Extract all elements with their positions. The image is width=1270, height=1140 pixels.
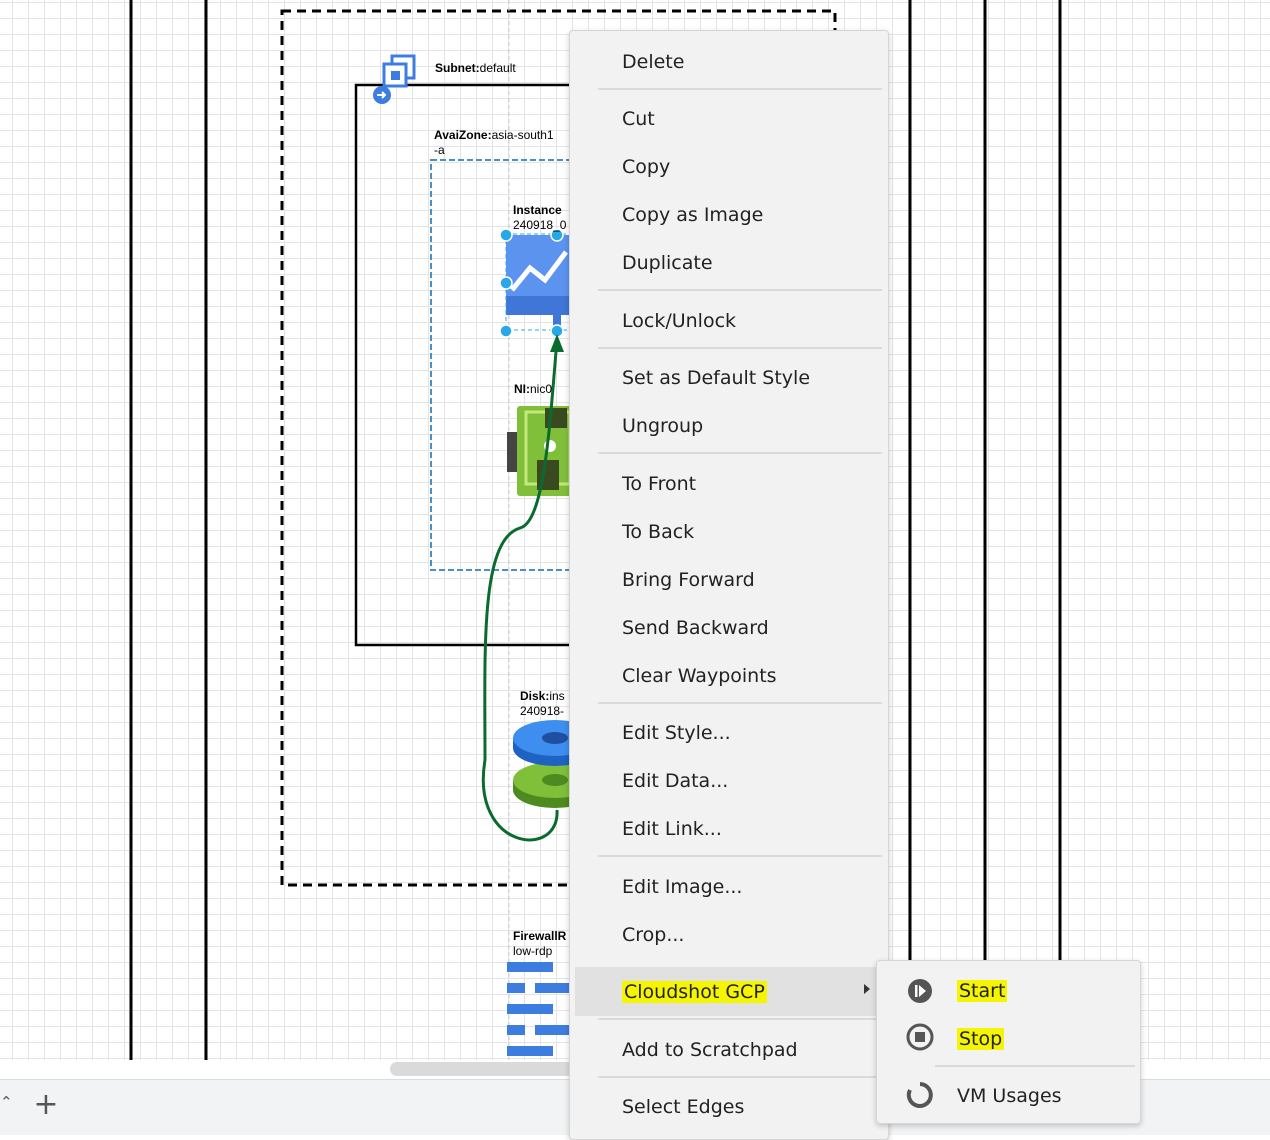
submenu-item-stop[interactable]: Stop: [957, 1028, 1005, 1050]
submenu-item-start[interactable]: Start: [957, 980, 1008, 1002]
start-icon: [908, 979, 932, 1003]
menu-item-cloudshot-gcp-label: Cloudshot GCP: [622, 981, 767, 1003]
menu-separator: [598, 452, 882, 454]
menu-item-edit-data[interactable]: Edit Data...: [622, 770, 729, 792]
resize-handle-nw[interactable]: [499, 228, 513, 242]
menu-item-copy-as-image[interactable]: Copy as Image: [622, 204, 764, 226]
connector-arrowhead: [550, 334, 564, 352]
menu-item-cut[interactable]: Cut: [622, 108, 655, 130]
menu-item-send-backward[interactable]: Send Backward: [622, 617, 769, 639]
menu-separator: [598, 347, 882, 349]
resize-handle-w[interactable]: [499, 276, 513, 290]
menu-separator: [598, 1076, 882, 1078]
connector-edge[interactable]: [481, 339, 559, 842]
horizontal-scrollbar[interactable]: [390, 1062, 590, 1076]
instance-icon[interactable]: [506, 235, 576, 327]
menu-item-edit-style[interactable]: Edit Style...: [622, 722, 731, 744]
menu-item-to-back[interactable]: To Back: [622, 521, 695, 543]
zone-label: AvaiZone:asia-south1-a: [434, 128, 554, 157]
menu-item-lock-unlock[interactable]: Lock/Unlock: [622, 310, 737, 332]
subnet-icon[interactable]: [373, 54, 416, 104]
menu-item-edit-link[interactable]: Edit Link...: [622, 818, 722, 840]
menu-item-bring-forward[interactable]: Bring Forward: [622, 569, 755, 591]
menu-item-set-default-style[interactable]: Set as Default Style: [622, 367, 811, 389]
add-page-button[interactable]: +: [33, 1087, 59, 1122]
menu-item-edit-image[interactable]: Edit Image...: [622, 876, 743, 898]
menu-separator: [598, 88, 882, 90]
zone-box[interactable]: [430, 159, 657, 571]
submenu-arrow-icon: [864, 984, 870, 994]
menu-item-clear-waypoints[interactable]: Clear Waypoints: [622, 665, 777, 687]
ni-label: NI:nic0: [514, 382, 553, 396]
menu-item-crop[interactable]: Crop...: [622, 924, 685, 946]
menu-item-copy[interactable]: Copy: [622, 156, 671, 178]
menu-separator: [598, 702, 882, 704]
menu-item-delete[interactable]: Delete: [622, 51, 685, 73]
usage-icon: [906, 1082, 933, 1108]
stop-icon: [906, 1023, 934, 1051]
menu-item-duplicate[interactable]: Duplicate: [622, 252, 713, 274]
menu-separator: [598, 1018, 882, 1020]
menu-separator: [598, 289, 882, 291]
menu-item-to-front[interactable]: To Front: [622, 473, 697, 495]
chevron-up-icon[interactable]: ⌃: [0, 1093, 13, 1111]
resize-handle-sw[interactable]: [499, 324, 513, 338]
subnet-label: Subnet:default: [435, 61, 516, 75]
menu-separator: [598, 855, 882, 857]
menu-item-add-to-scratchpad[interactable]: Add to Scratchpad: [622, 1039, 798, 1061]
submenu-item-vm-usages[interactable]: VM Usages: [957, 1085, 1062, 1107]
cloudshot-gcp-submenu: Start Stop VM Usages: [876, 960, 1141, 1124]
firewall-icon[interactable]: [507, 962, 575, 1056]
resize-handle-n[interactable]: [550, 228, 564, 242]
menu-item-ungroup[interactable]: Ungroup: [622, 415, 704, 437]
menu-item-select-edges[interactable]: Select Edges: [622, 1096, 745, 1118]
menu-separator: [935, 1065, 1135, 1067]
context-menu: Delete Cut Copy Copy as Image Duplicate …: [569, 30, 889, 1140]
